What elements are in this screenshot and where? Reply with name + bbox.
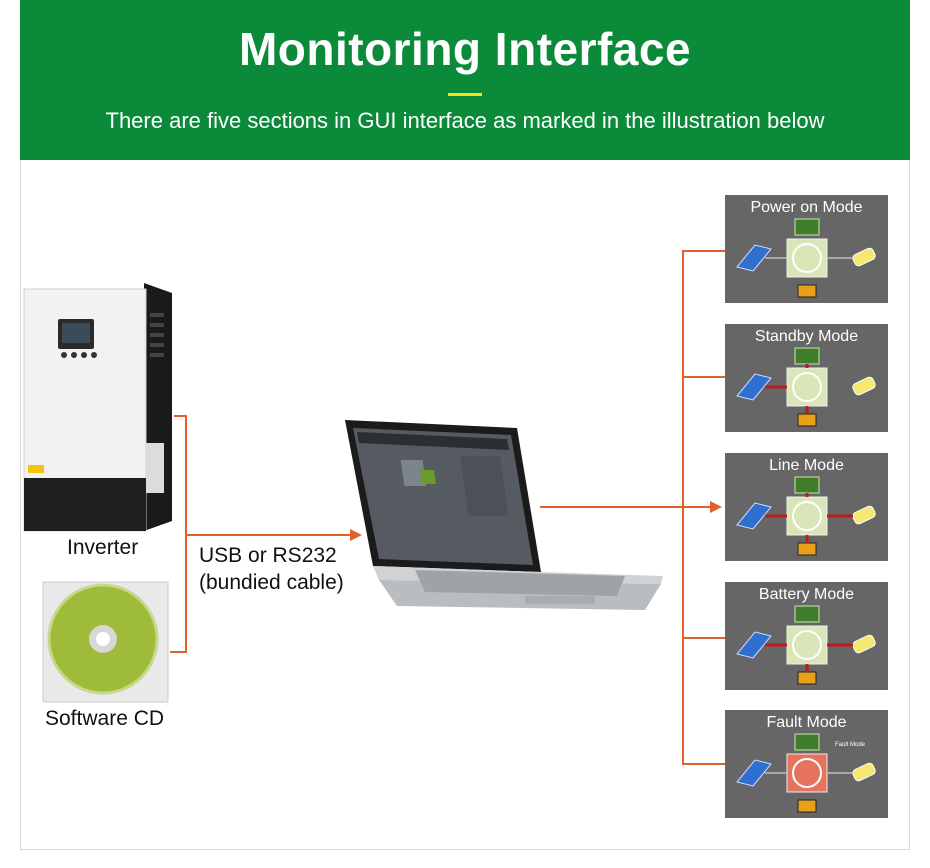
software-cd-label: Software CD [45, 707, 165, 730]
solar-panel-icon [736, 759, 772, 787]
arrowhead-laptop [350, 529, 362, 541]
solar-panel-icon [736, 244, 772, 272]
mode-title: Power on Mode [750, 199, 863, 216]
inverter-label: Inverter [67, 536, 139, 559]
fault-mode-note: Fault Mode [835, 742, 866, 748]
mode-title: Line Mode [769, 457, 844, 474]
mode-title: Battery Mode [758, 586, 855, 603]
bulb-icon [852, 247, 876, 267]
battery-icon [797, 671, 817, 685]
cable-label-line2: (bundied cable) [199, 571, 344, 594]
header-banner: Monitoring Interface There are five sect… [20, 0, 910, 160]
inverter-ring-icon [792, 372, 822, 402]
battery-icon [797, 284, 817, 298]
battery-icon [797, 413, 817, 427]
inverter-ring-icon [792, 758, 822, 788]
mode-bracket-vertical [682, 250, 684, 765]
mode-branch-4 [682, 637, 725, 639]
mode-branch-1 [682, 250, 725, 252]
bulb-icon [852, 634, 876, 654]
solar-panel-icon [736, 631, 772, 659]
flow-diagram [736, 605, 876, 685]
mode-panel-standby: Standby Mode [725, 324, 888, 432]
bulb-icon [852, 376, 876, 396]
connector-cd-stub [170, 651, 186, 653]
battery-icon [797, 799, 817, 813]
grid-icon [794, 476, 820, 494]
battery-icon [797, 542, 817, 556]
inverter-ring-icon [792, 630, 822, 660]
mode-panel-battery: Battery Mode [725, 582, 888, 690]
bulb-icon [852, 505, 876, 525]
connector-to-laptop [186, 534, 352, 536]
inverter-ring-icon [792, 243, 822, 273]
mode-panel-line: Line Mode [725, 453, 888, 561]
flow-diagram [736, 347, 876, 427]
page-title: Monitoring Interface [238, 23, 692, 75]
grid-icon [794, 605, 820, 623]
mode-title: Fault Mode [766, 714, 847, 731]
solar-panel-icon [736, 502, 772, 530]
mode-title: Standby Mode [754, 328, 859, 345]
mode-branch-5 [682, 763, 725, 765]
page-subtitle: There are five sections in GUI interface… [105, 108, 825, 133]
grid-icon [794, 347, 820, 365]
inverter-ring-icon [792, 501, 822, 531]
flow-diagram [736, 476, 876, 556]
laptop-image [345, 420, 663, 610]
inverter-image [23, 283, 172, 532]
connector-to-modes [540, 506, 712, 508]
grid-icon [794, 733, 820, 751]
arrowhead-modes [710, 501, 722, 513]
grid-icon [794, 218, 820, 236]
mode-panel-fault: Fault Mode Fault Mode [725, 710, 888, 818]
mode-branch-2 [682, 376, 725, 378]
solar-panel-icon [736, 373, 772, 401]
software-cd-image [42, 581, 169, 703]
flow-diagram [736, 733, 876, 813]
flow-diagram [736, 218, 876, 298]
title-underline [448, 93, 482, 96]
cable-label-line1: USB or RS232 [199, 544, 337, 567]
bulb-icon [852, 762, 876, 782]
mode-panel-power-on: Power on Mode [725, 195, 888, 303]
connector-inverter-stub [174, 415, 186, 417]
